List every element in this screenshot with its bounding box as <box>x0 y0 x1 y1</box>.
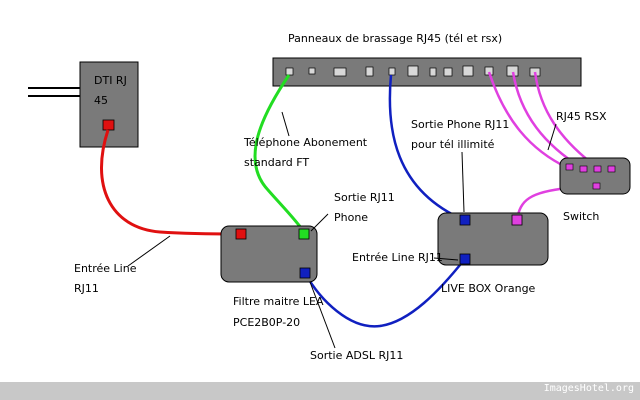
green-cable <box>253 74 306 233</box>
port <box>388 67 396 76</box>
leader-line <box>310 213 329 232</box>
dti-port <box>102 119 115 131</box>
filtre-adsl-port <box>299 267 311 279</box>
red-cable <box>100 129 241 236</box>
port <box>443 67 453 77</box>
footer-bar: ImagesHotel.org <box>0 382 640 400</box>
leader-line <box>281 111 290 137</box>
rj45-rsx-label: RJ45 RSX <box>556 110 607 123</box>
leader-line <box>461 151 465 213</box>
livebox-phone-port <box>459 214 471 226</box>
switch-port <box>593 165 602 173</box>
switch-port <box>579 165 588 173</box>
filtre-label: PCE2B0P-20 <box>233 316 300 329</box>
sortie-phone-label: pour tél illimité <box>411 138 495 151</box>
entree-line-rj11-label: Entrée Line RJ11 <box>352 251 443 264</box>
entree-line-label: RJ11 <box>74 282 99 295</box>
leader-line <box>433 257 459 261</box>
port <box>365 66 374 77</box>
livebox-ethernet-port <box>511 214 523 226</box>
port <box>308 67 316 75</box>
switch-port <box>592 182 601 190</box>
filtre-line-in-port <box>235 228 247 240</box>
telephone-label: Téléphone Abonement <box>243 136 368 149</box>
livebox-line-port <box>459 253 471 265</box>
port <box>333 67 347 77</box>
switch-port <box>607 165 616 173</box>
switch-ports <box>565 163 616 190</box>
switch-port <box>565 163 574 171</box>
leader-line <box>547 123 557 151</box>
filtre-phone-port <box>298 228 310 240</box>
sortie-adsl-label: Sortie ADSL RJ11 <box>310 349 403 362</box>
switch-label: Switch <box>563 210 599 223</box>
leader-line <box>127 235 171 267</box>
telephone-label: standard FT <box>244 156 309 169</box>
leader-line <box>309 281 336 349</box>
port <box>407 65 419 77</box>
livebox-label: LIVE BOX Orange <box>441 282 536 295</box>
magenta-cable <box>487 71 569 170</box>
sortie-rj11-label: Sortie RJ11 <box>334 191 395 204</box>
sortie-phone-label: Sortie Phone RJ11 <box>411 118 509 131</box>
blue-cable <box>303 259 465 328</box>
filtre-label: Filtre maitre LEA <box>233 295 324 308</box>
port <box>462 65 474 77</box>
filtre-maitre-box <box>220 225 318 283</box>
sortie-rj11-label: Phone <box>334 211 368 224</box>
footer-watermark: ImagesHotel.org <box>543 383 634 394</box>
entree-line-label: Entrée Line <box>74 262 137 275</box>
port <box>285 67 294 76</box>
port <box>429 67 437 77</box>
dti-label: 45 <box>94 94 108 107</box>
blue-cable <box>388 74 465 222</box>
dti-box <box>79 61 139 148</box>
dti-label: DTI RJ <box>94 74 127 87</box>
livebox-box <box>437 212 549 266</box>
diagram-title: Panneaux de brassage RJ45 (tél et rsx) <box>288 32 502 45</box>
